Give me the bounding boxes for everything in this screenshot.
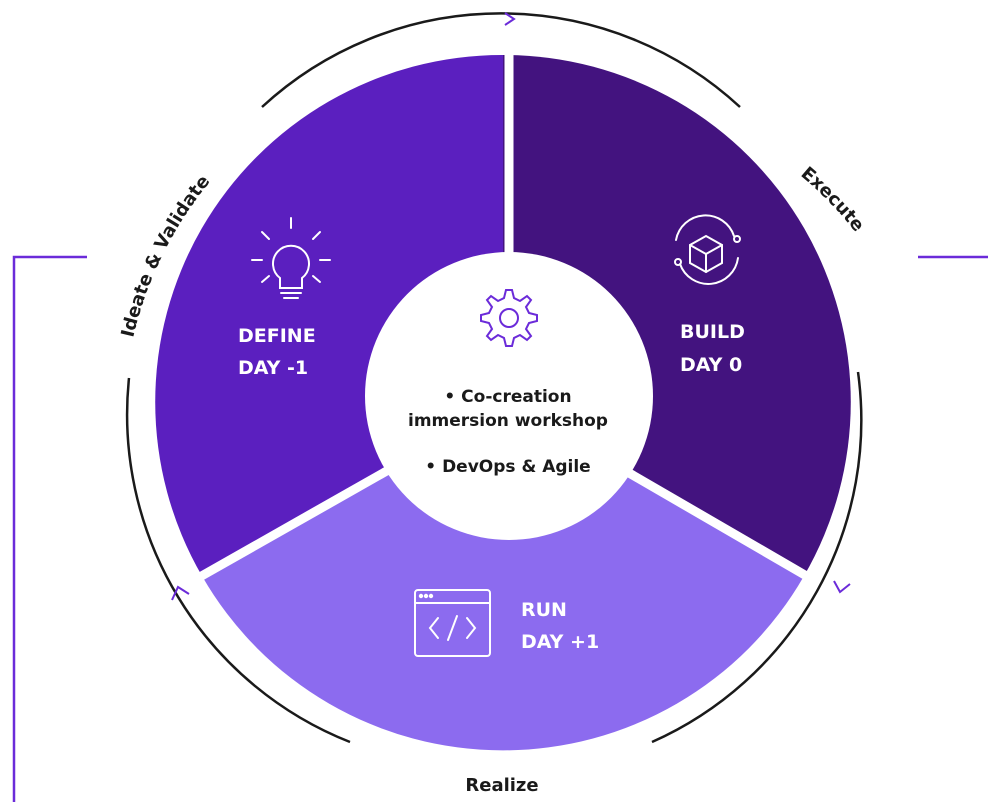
gear-icon [480, 289, 538, 347]
center-circle [365, 252, 653, 540]
ring-arc-top [261, 12, 741, 108]
lightbulb-icon [251, 217, 331, 299]
build-label-line1: BUILD [680, 321, 745, 343]
code-window-icon [414, 589, 491, 657]
run-label-line2: DAY +1 [521, 631, 599, 653]
center-item2: • DevOps & Agile [425, 457, 590, 477]
arrow-right-icon [833, 580, 851, 594]
center-item1-line1: • Co-creation [444, 387, 571, 407]
ring-arc-right [651, 371, 863, 744]
center-item1-line2: immersion workshop [408, 411, 608, 431]
arrow-left-icon [171, 585, 190, 601]
left-bracket-line [12, 255, 87, 802]
define-label-line1: DEFINE [238, 325, 316, 347]
ring-label-execute: Execute [797, 163, 869, 236]
arrow-top-icon [504, 12, 516, 26]
run-label-line1: RUN [521, 599, 567, 621]
build-label-line2: DAY 0 [680, 354, 742, 376]
define-label-line2: DAY -1 [238, 357, 308, 379]
ring-arc-left [125, 377, 351, 744]
ring-label-realize: Realize [465, 775, 538, 796]
cube-cycle-icon [674, 214, 741, 285]
